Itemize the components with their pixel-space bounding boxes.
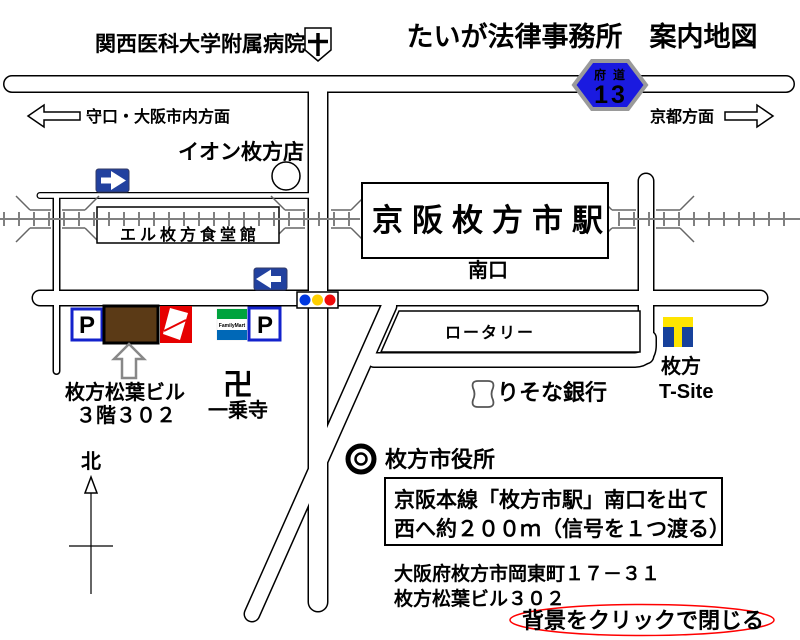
city-hall-label: 枚方市役所: [385, 447, 495, 472]
office-building-label1: 枚方松葉ビル: [65, 380, 185, 404]
close-hint[interactable]: 背景をクリックで閉じる: [509, 603, 775, 637]
station-label: 京阪枚方市駅: [372, 203, 612, 238]
hospital-label: 関西医科大学附属病院: [95, 32, 305, 56]
food-hall-box: [96, 206, 280, 244]
rotary-label: ロータリー: [445, 324, 535, 342]
road-network-surface: [4, 76, 794, 621]
east-direction-label: 京都方面: [650, 107, 714, 126]
traffic-light: [296, 291, 339, 309]
parking-sign-west: P: [70, 307, 104, 342]
building-pointer-arrow: [110, 342, 148, 380]
page-title: たいが法律事務所 案内地図: [407, 21, 758, 52]
hospital-icon: [304, 27, 332, 62]
signal-yellow-light: [312, 294, 323, 306]
station-box: [361, 182, 609, 259]
oneway-left-sign: [253, 267, 288, 291]
oneway-right-sign: [95, 168, 130, 193]
close-hint-ellipse[interactable]: [509, 603, 775, 637]
directions-line2: 西へ約２００ｍ（信号を１つ渡る）: [394, 517, 730, 541]
resona-bank-icon: [471, 380, 495, 408]
office-building-block: [102, 304, 160, 345]
svg-text:P: P: [257, 312, 273, 339]
east-arrow-icon: [724, 103, 775, 129]
route-type-label: 府道: [594, 67, 632, 82]
city-hall-icon: [345, 443, 377, 475]
north-label: 北: [81, 450, 101, 473]
signal-red-light: [324, 294, 336, 306]
temple-label: 一乗寺: [208, 398, 268, 422]
parking-sign-east: P: [247, 306, 282, 342]
tsite-label1: 枚方: [661, 354, 701, 378]
directions-box: [384, 477, 723, 546]
west-direction-label: 守口・大阪市内方面: [86, 107, 230, 126]
directions-line1: 京阪本線「枚方市駅」南口を出て: [394, 488, 709, 512]
food-hall-label: エル枚方食堂館: [120, 225, 260, 244]
south-exit-label: 南口: [468, 259, 508, 282]
compass-north: 北: [69, 450, 113, 594]
route-13-sign: 府道 13: [571, 59, 649, 111]
close-hint-label[interactable]: 背景をクリックで閉じる: [522, 608, 764, 633]
route-number-label: 13: [594, 81, 628, 109]
resona-bank-label: りそな銀行: [497, 380, 607, 405]
tsite-logo: [663, 317, 693, 347]
address-line1: 大阪府枚方市岡東町１７－３１: [394, 562, 660, 585]
familymart-label: FamilyMart: [219, 323, 246, 329]
svg-text:P: P: [79, 312, 95, 339]
temple-manji-icon: 卍: [223, 369, 253, 402]
west-arrow-icon: [26, 103, 81, 129]
familymart-sign: FamilyMart: [216, 308, 248, 341]
aeon-circle-icon: [271, 161, 301, 191]
signal-blue-light: [299, 294, 311, 306]
red-signboard: [160, 306, 192, 343]
railway-crossing-marks: [15, 195, 695, 243]
rotary-island: [379, 310, 641, 353]
railway: [0, 212, 800, 226]
office-building-label2: ３階３０２: [76, 404, 176, 427]
aeon-label: イオン枚方店: [178, 140, 304, 164]
address-line2: 枚方松葉ビル３０２: [394, 587, 565, 610]
tsite-label2: T-Site: [659, 381, 713, 403]
